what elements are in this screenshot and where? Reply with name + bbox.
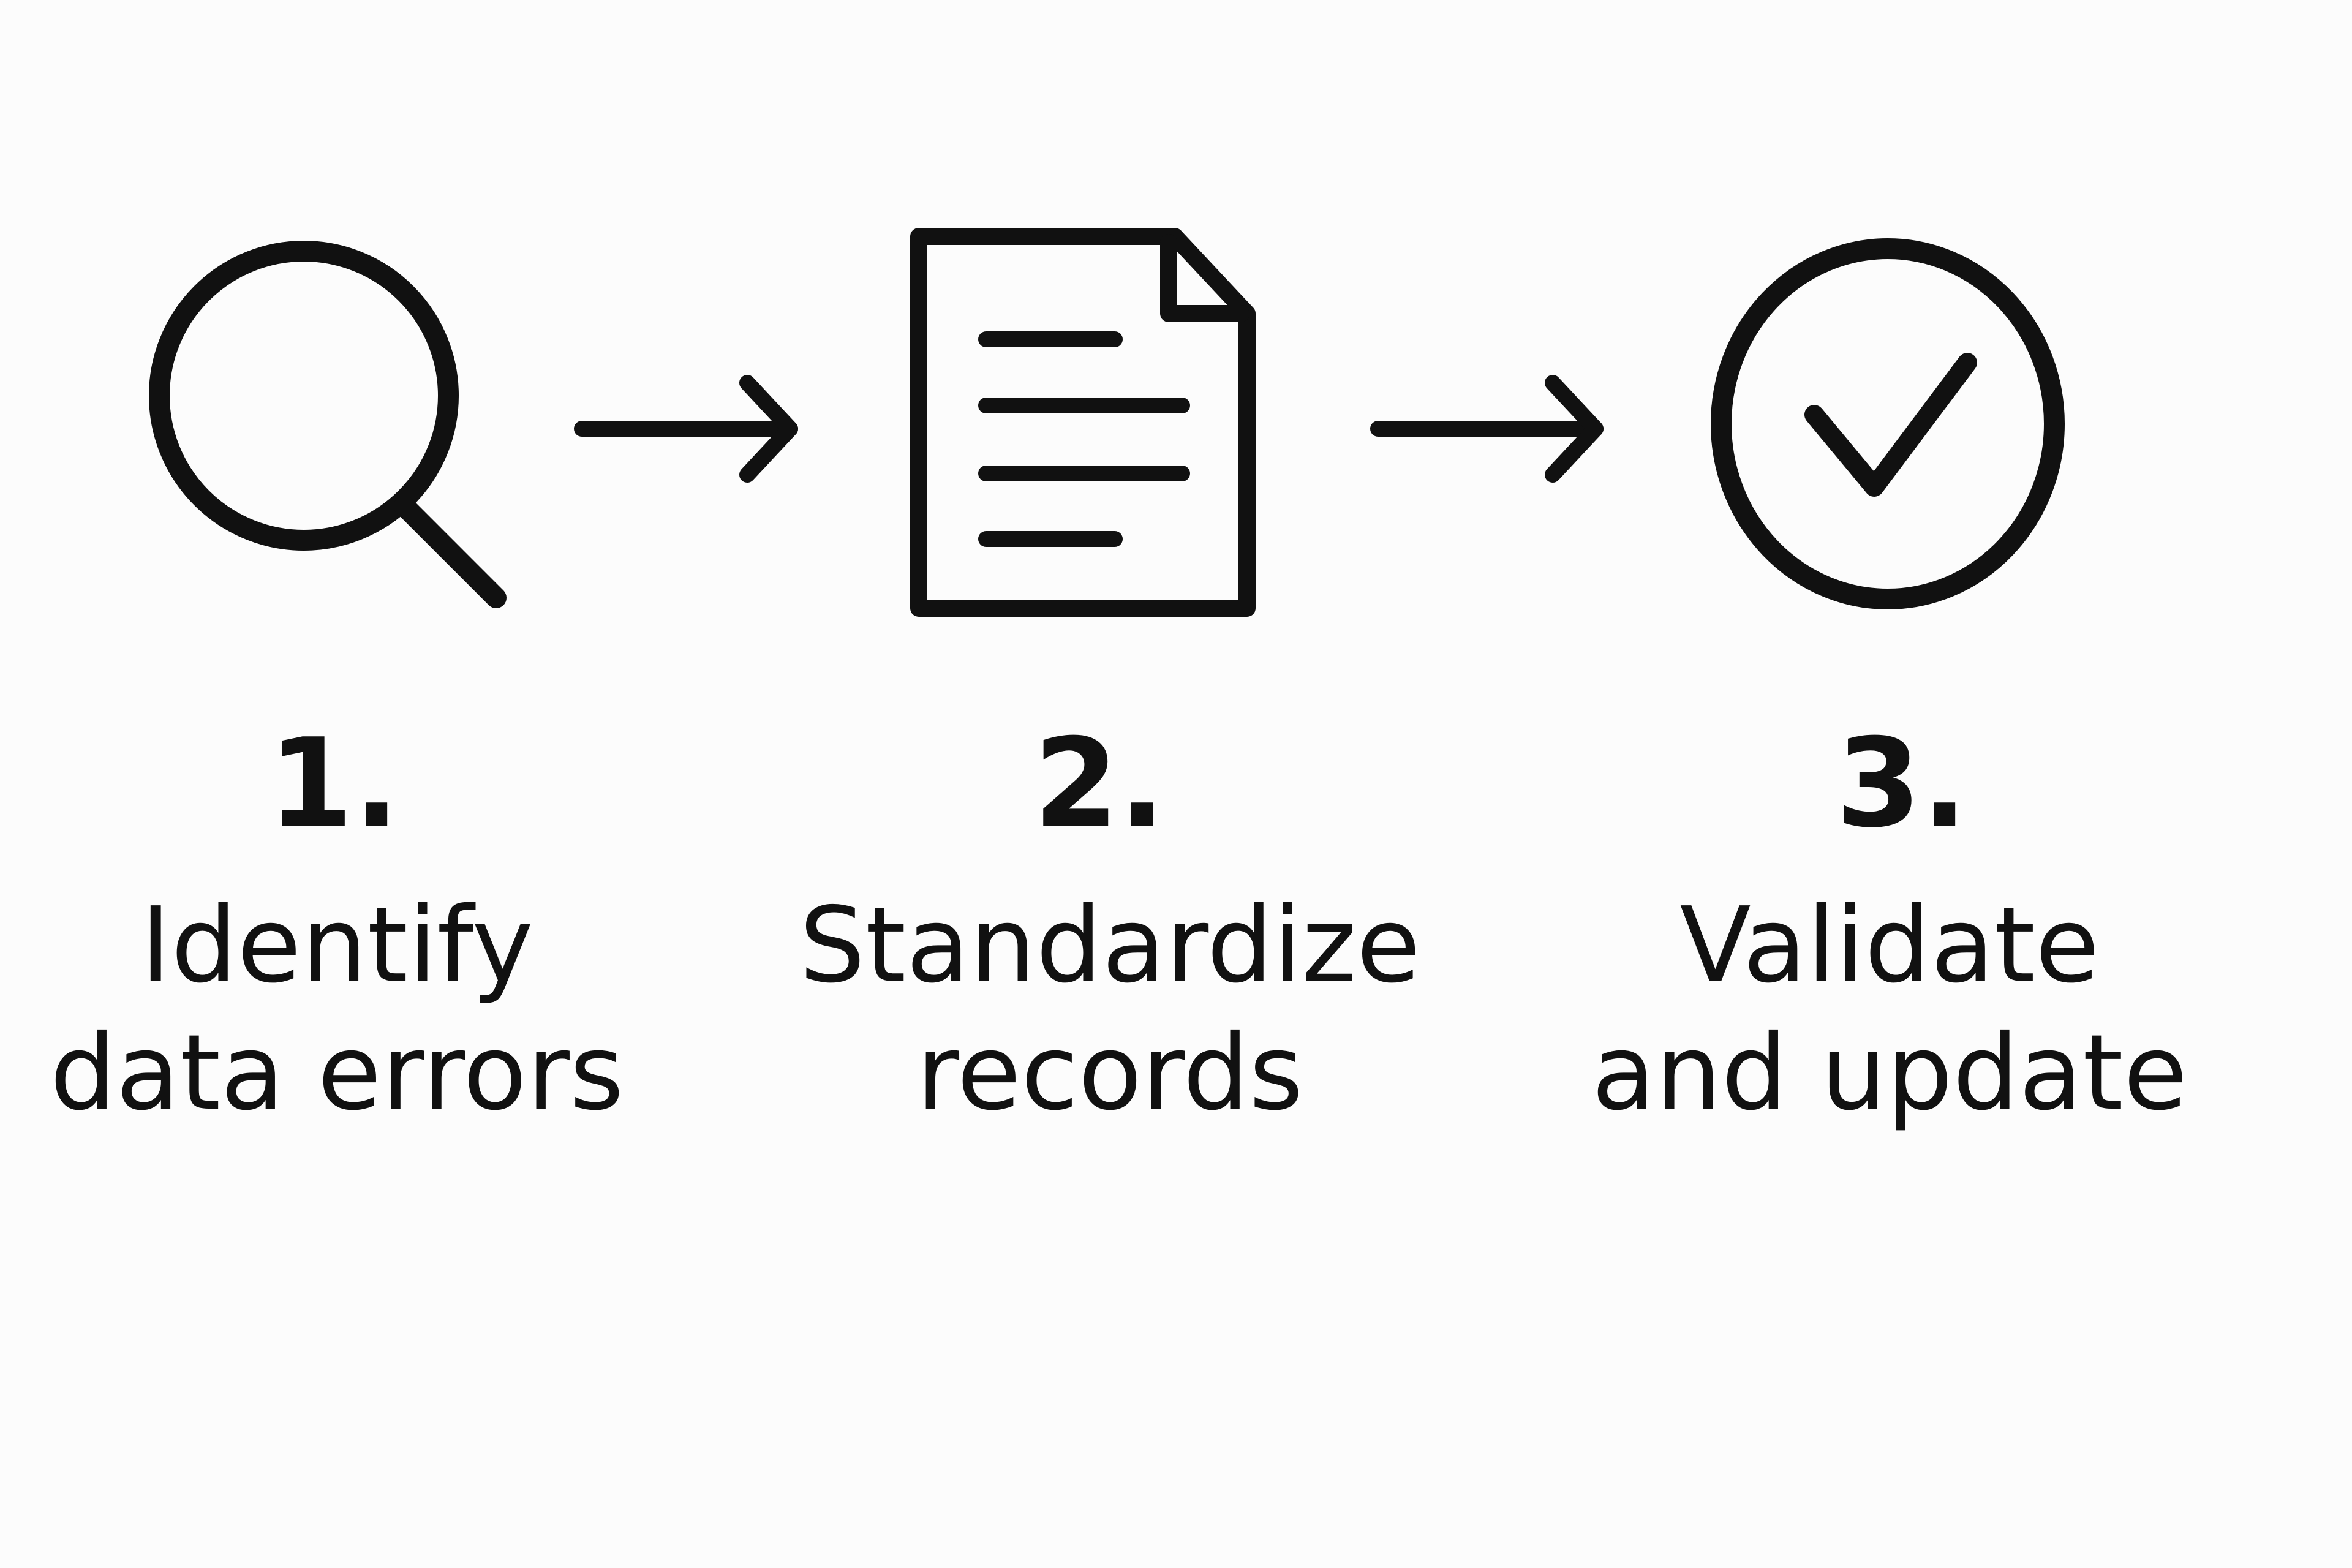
step-1-number: 1. (268, 712, 400, 855)
arrow-right-icon (1370, 375, 1604, 483)
step-3-label: Validate and update (1592, 882, 2188, 1137)
step-3-label-line-2: and update (1591, 1012, 2188, 1134)
step-3-number: 3. (1836, 712, 1968, 855)
document-icon (910, 228, 1256, 617)
arrow-right-icon (574, 375, 798, 483)
step-2-number: 2. (1033, 712, 1166, 855)
step-3-label-line-1: Validate (1679, 885, 2100, 1006)
step-1-label-line-2: data errors (50, 1012, 624, 1134)
step-1-label-line-1: Identify (140, 885, 533, 1006)
step-1-label: Identify data errors (50, 882, 624, 1137)
step-2-label: Standardize records (799, 882, 1420, 1137)
magnifier-icon (149, 241, 507, 608)
step-2-label-line-2: records (916, 1012, 1303, 1134)
step-2-label-line-1: Standardize (799, 885, 1421, 1006)
check-circle-icon (1711, 238, 2065, 609)
